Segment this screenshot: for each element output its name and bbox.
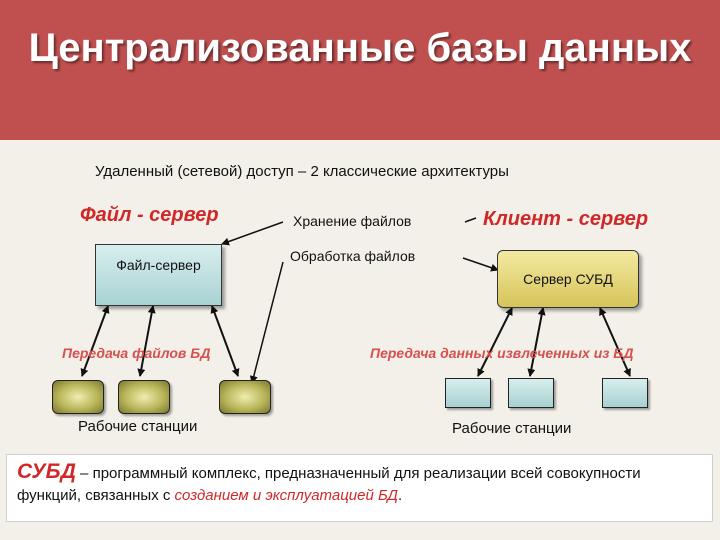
title-banner: Централизованные базы данных (0, 0, 720, 140)
workstation-left-1 (52, 380, 104, 414)
file-server-arch-title: Файл - сервер (80, 204, 219, 226)
file-server-label: Файл-сервер (116, 257, 201, 273)
workstation-right-1 (445, 378, 491, 408)
workstations-label-left: Рабочие станции (78, 418, 198, 435)
workstation-right-2 (508, 378, 554, 408)
workstations-label-right: Рабочие станции (452, 420, 572, 437)
page-title: Централизованные базы данных (28, 26, 692, 70)
workstation-left-3 (219, 380, 271, 414)
arrow-processing (249, 261, 284, 384)
arrow-left-1 (80, 305, 110, 377)
definition-text: СУБД – программный комплекс, предназначе… (17, 461, 707, 507)
file-server-box: Файл-сервер (95, 244, 222, 306)
arrow-storage (221, 221, 284, 246)
definition-box: СУБД – программный комплекс, предназначе… (6, 454, 713, 522)
subtitle: Удаленный (сетевой) доступ – 2 классичес… (95, 163, 509, 180)
arrow-left-3 (210, 305, 240, 377)
dbms-server-box: Сервер СУБД (497, 250, 639, 308)
definition-term: СУБД (17, 460, 76, 483)
arrow-right-1 (477, 307, 513, 377)
data-transfer-label: Передача данных извлеченных из БД (370, 345, 634, 361)
definition-end: . (398, 487, 403, 504)
dbms-server-label: Сервер СУБД (523, 271, 613, 287)
workstation-right-3 (602, 378, 648, 408)
definition-highlight: созданием и эксплуатацией БД (174, 487, 398, 504)
processing-label: Обработка файлов (290, 248, 416, 264)
workstation-left-2 (118, 380, 170, 414)
arrow-right-3 (599, 307, 631, 377)
arrow-left-2 (137, 305, 156, 377)
arrow-processing-right (462, 257, 499, 272)
storage-label: Хранение файлов (293, 213, 412, 229)
arrow-right-2 (527, 307, 546, 377)
arrow-storage-right (464, 217, 477, 223)
file-transfer-label: Передача файлов БД (62, 345, 211, 361)
client-server-arch-title: Клиент - сервер (483, 208, 649, 230)
definition-body: – программный комплекс, предназначенный … (17, 465, 641, 504)
